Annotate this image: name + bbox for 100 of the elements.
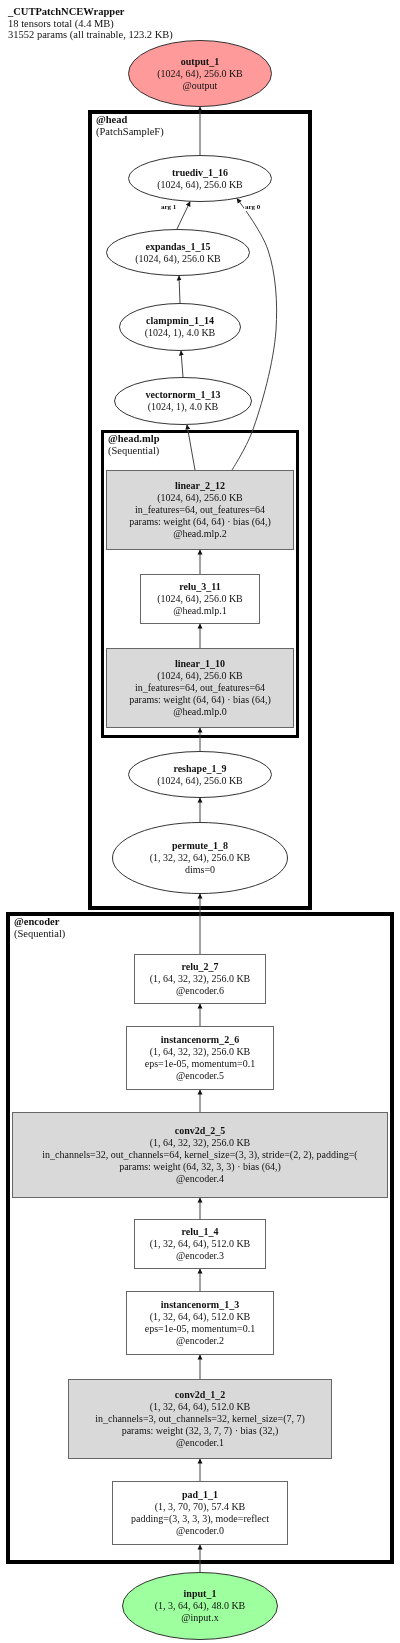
tensor-ellipse xyxy=(114,377,252,425)
arrow xyxy=(197,623,203,649)
node-detail: @input.x xyxy=(181,1612,219,1624)
node-title: relu_1_4 xyxy=(181,1226,219,1238)
arrow xyxy=(197,1003,203,1027)
summary-text: 18 tensors total (4.4 MB) xyxy=(8,17,114,30)
layer-box xyxy=(112,1481,288,1545)
node-detail: (1, 64, 32, 32), 256.0 KB xyxy=(149,1046,251,1058)
node-detail: @output xyxy=(182,79,218,92)
node-detail: in_features=64, out_features=64 xyxy=(134,504,266,516)
layer-box xyxy=(68,1379,332,1459)
tensor-ellipse xyxy=(128,751,272,798)
node-title: reshape_1_9 xyxy=(173,762,227,775)
module-group xyxy=(101,430,299,738)
arrow xyxy=(231,198,278,471)
node-title: conv2d_1_2 xyxy=(174,1389,226,1401)
arrow xyxy=(197,1197,203,1220)
group-type: (Sequential) xyxy=(108,445,160,458)
node-detail: (1, 64, 32, 32), 256.0 KB xyxy=(149,973,251,985)
node-detail: @encoder.4 xyxy=(176,1173,224,1185)
arrow xyxy=(197,797,203,823)
node-detail: eps=1e-05, momentum=0.1 xyxy=(144,1323,256,1335)
node-detail: padding=(3, 3, 3, 3), mode=reflect xyxy=(131,1513,269,1525)
node-detail: (1, 32, 64, 64), 512.0 KB xyxy=(149,1311,251,1323)
group-type: (PatchSampleF) xyxy=(96,126,164,139)
node-detail: @head.mlp.2 xyxy=(173,528,227,540)
node-title: linear_2_12 xyxy=(175,480,225,492)
arrow xyxy=(197,106,203,156)
node-detail: in_channels=32, out_channels=64, kernel_size=(3, 3), stride=(2, 2), padding=( xyxy=(42,1149,358,1161)
node-detail: eps=1e-05, momentum=0.1 xyxy=(144,1058,256,1070)
module-group xyxy=(6,912,394,1564)
node-title: relu_2_7 xyxy=(181,961,219,973)
layer-box xyxy=(134,954,266,1004)
group-title: @encoder xyxy=(14,916,60,929)
tensor-ellipse xyxy=(128,155,272,202)
node-detail: (1024, 1), 4.0 KB xyxy=(147,401,219,413)
tensor-ellipse xyxy=(122,1572,278,1640)
node-title: truediv_1_16 xyxy=(171,166,229,179)
tensor-ellipse xyxy=(112,822,288,894)
node-detail: (1, 32, 64, 64), 512.0 KB xyxy=(149,1401,251,1413)
node-detail: (1024, 64), 256.0 KB xyxy=(157,67,243,80)
node-title: conv2d_2_5 xyxy=(174,1125,226,1137)
node-detail: @head.mlp.0 xyxy=(173,706,227,718)
node-detail: params: weight (64, 64) · bias (64,) xyxy=(129,516,271,528)
group-type: (Sequential) xyxy=(14,928,66,941)
node-detail: (1, 64, 32, 32), 256.0 KB xyxy=(149,1137,251,1149)
node-detail: @encoder.3 xyxy=(176,1250,224,1262)
node-detail: @head.mlp.1 xyxy=(173,605,227,617)
node-detail: @encoder.6 xyxy=(176,985,224,997)
node-detail: (1, 3, 64, 64), 48.0 KB xyxy=(154,1600,246,1612)
arrow xyxy=(197,549,203,575)
node-detail: in_channels=3, out_channels=32, kernel_size=(7, 7) xyxy=(95,1413,305,1425)
diagram-title: _CUTPatchNCEWrapper xyxy=(8,6,125,18)
node-detail: (1024, 64), 256.0 KB xyxy=(157,178,243,191)
layer-box xyxy=(134,1219,266,1269)
arrow xyxy=(197,1268,203,1292)
node-title: pad_1_1 xyxy=(181,1489,219,1501)
arrow xyxy=(197,727,203,752)
node-detail: (1, 3, 70, 70), 57.4 KB xyxy=(154,1501,246,1513)
summary-text: 31552 params (all trainable, 123.2 KB) xyxy=(8,29,173,41)
node-title: linear_1_10 xyxy=(175,658,225,670)
group-title: @head xyxy=(96,114,128,127)
node-title: expandas_1_15 xyxy=(145,240,211,253)
node-detail: (1024, 64), 256.0 KB xyxy=(157,492,243,504)
node-title: input_1 xyxy=(183,1588,217,1600)
node-detail: (1, 32, 32, 64), 256.0 KB xyxy=(149,852,251,864)
node-title: relu_3_11 xyxy=(179,581,221,593)
node-detail: (1, 32, 64, 64), 512.0 KB xyxy=(149,1238,251,1250)
layer-box xyxy=(106,470,294,550)
layer-box xyxy=(140,574,260,624)
node-detail: params: weight (64, 64) · bias (64,) xyxy=(129,694,271,706)
arrow xyxy=(197,1544,203,1573)
node-detail: (1024, 1), 4.0 KB xyxy=(144,327,216,339)
arrow xyxy=(197,893,203,955)
node-title: output_1 xyxy=(180,55,220,68)
arrow xyxy=(197,1089,203,1113)
module-group xyxy=(88,110,312,910)
node-title: clampmin_1_14 xyxy=(146,315,214,327)
layer-box xyxy=(106,648,294,728)
node-detail: (1024, 64), 256.0 KB xyxy=(157,593,243,605)
node-detail: @encoder.1 xyxy=(176,1437,224,1449)
tensor-ellipse xyxy=(119,303,241,351)
node-detail: (1024, 64), 256.0 KB xyxy=(157,670,243,682)
node-title: instancenorm_2_6 xyxy=(160,1034,240,1046)
tensor-ellipse xyxy=(128,40,272,107)
arrow xyxy=(176,275,182,304)
node-detail: @encoder.5 xyxy=(176,1070,224,1082)
layer-box xyxy=(126,1291,274,1355)
node-detail: (1024, 64), 256.0 KB xyxy=(157,774,243,787)
node-detail: in_features=64, out_features=64 xyxy=(134,682,266,694)
arrow xyxy=(185,424,196,471)
group-title: @head.mlp xyxy=(108,433,160,446)
node-detail: params: weight (32, 3, 7, 7) · bias (32,) xyxy=(121,1425,279,1437)
node-title: vectornorm_1_13 xyxy=(145,389,221,401)
layer-box xyxy=(126,1026,274,1090)
node-detail: @encoder.2 xyxy=(176,1335,224,1347)
arrow xyxy=(176,201,191,230)
node-title: permute_1_8 xyxy=(171,840,229,852)
arrow xyxy=(197,1354,203,1380)
node-detail: params: weight (64, 32, 3, 3) · bias (64,) xyxy=(119,1161,281,1173)
